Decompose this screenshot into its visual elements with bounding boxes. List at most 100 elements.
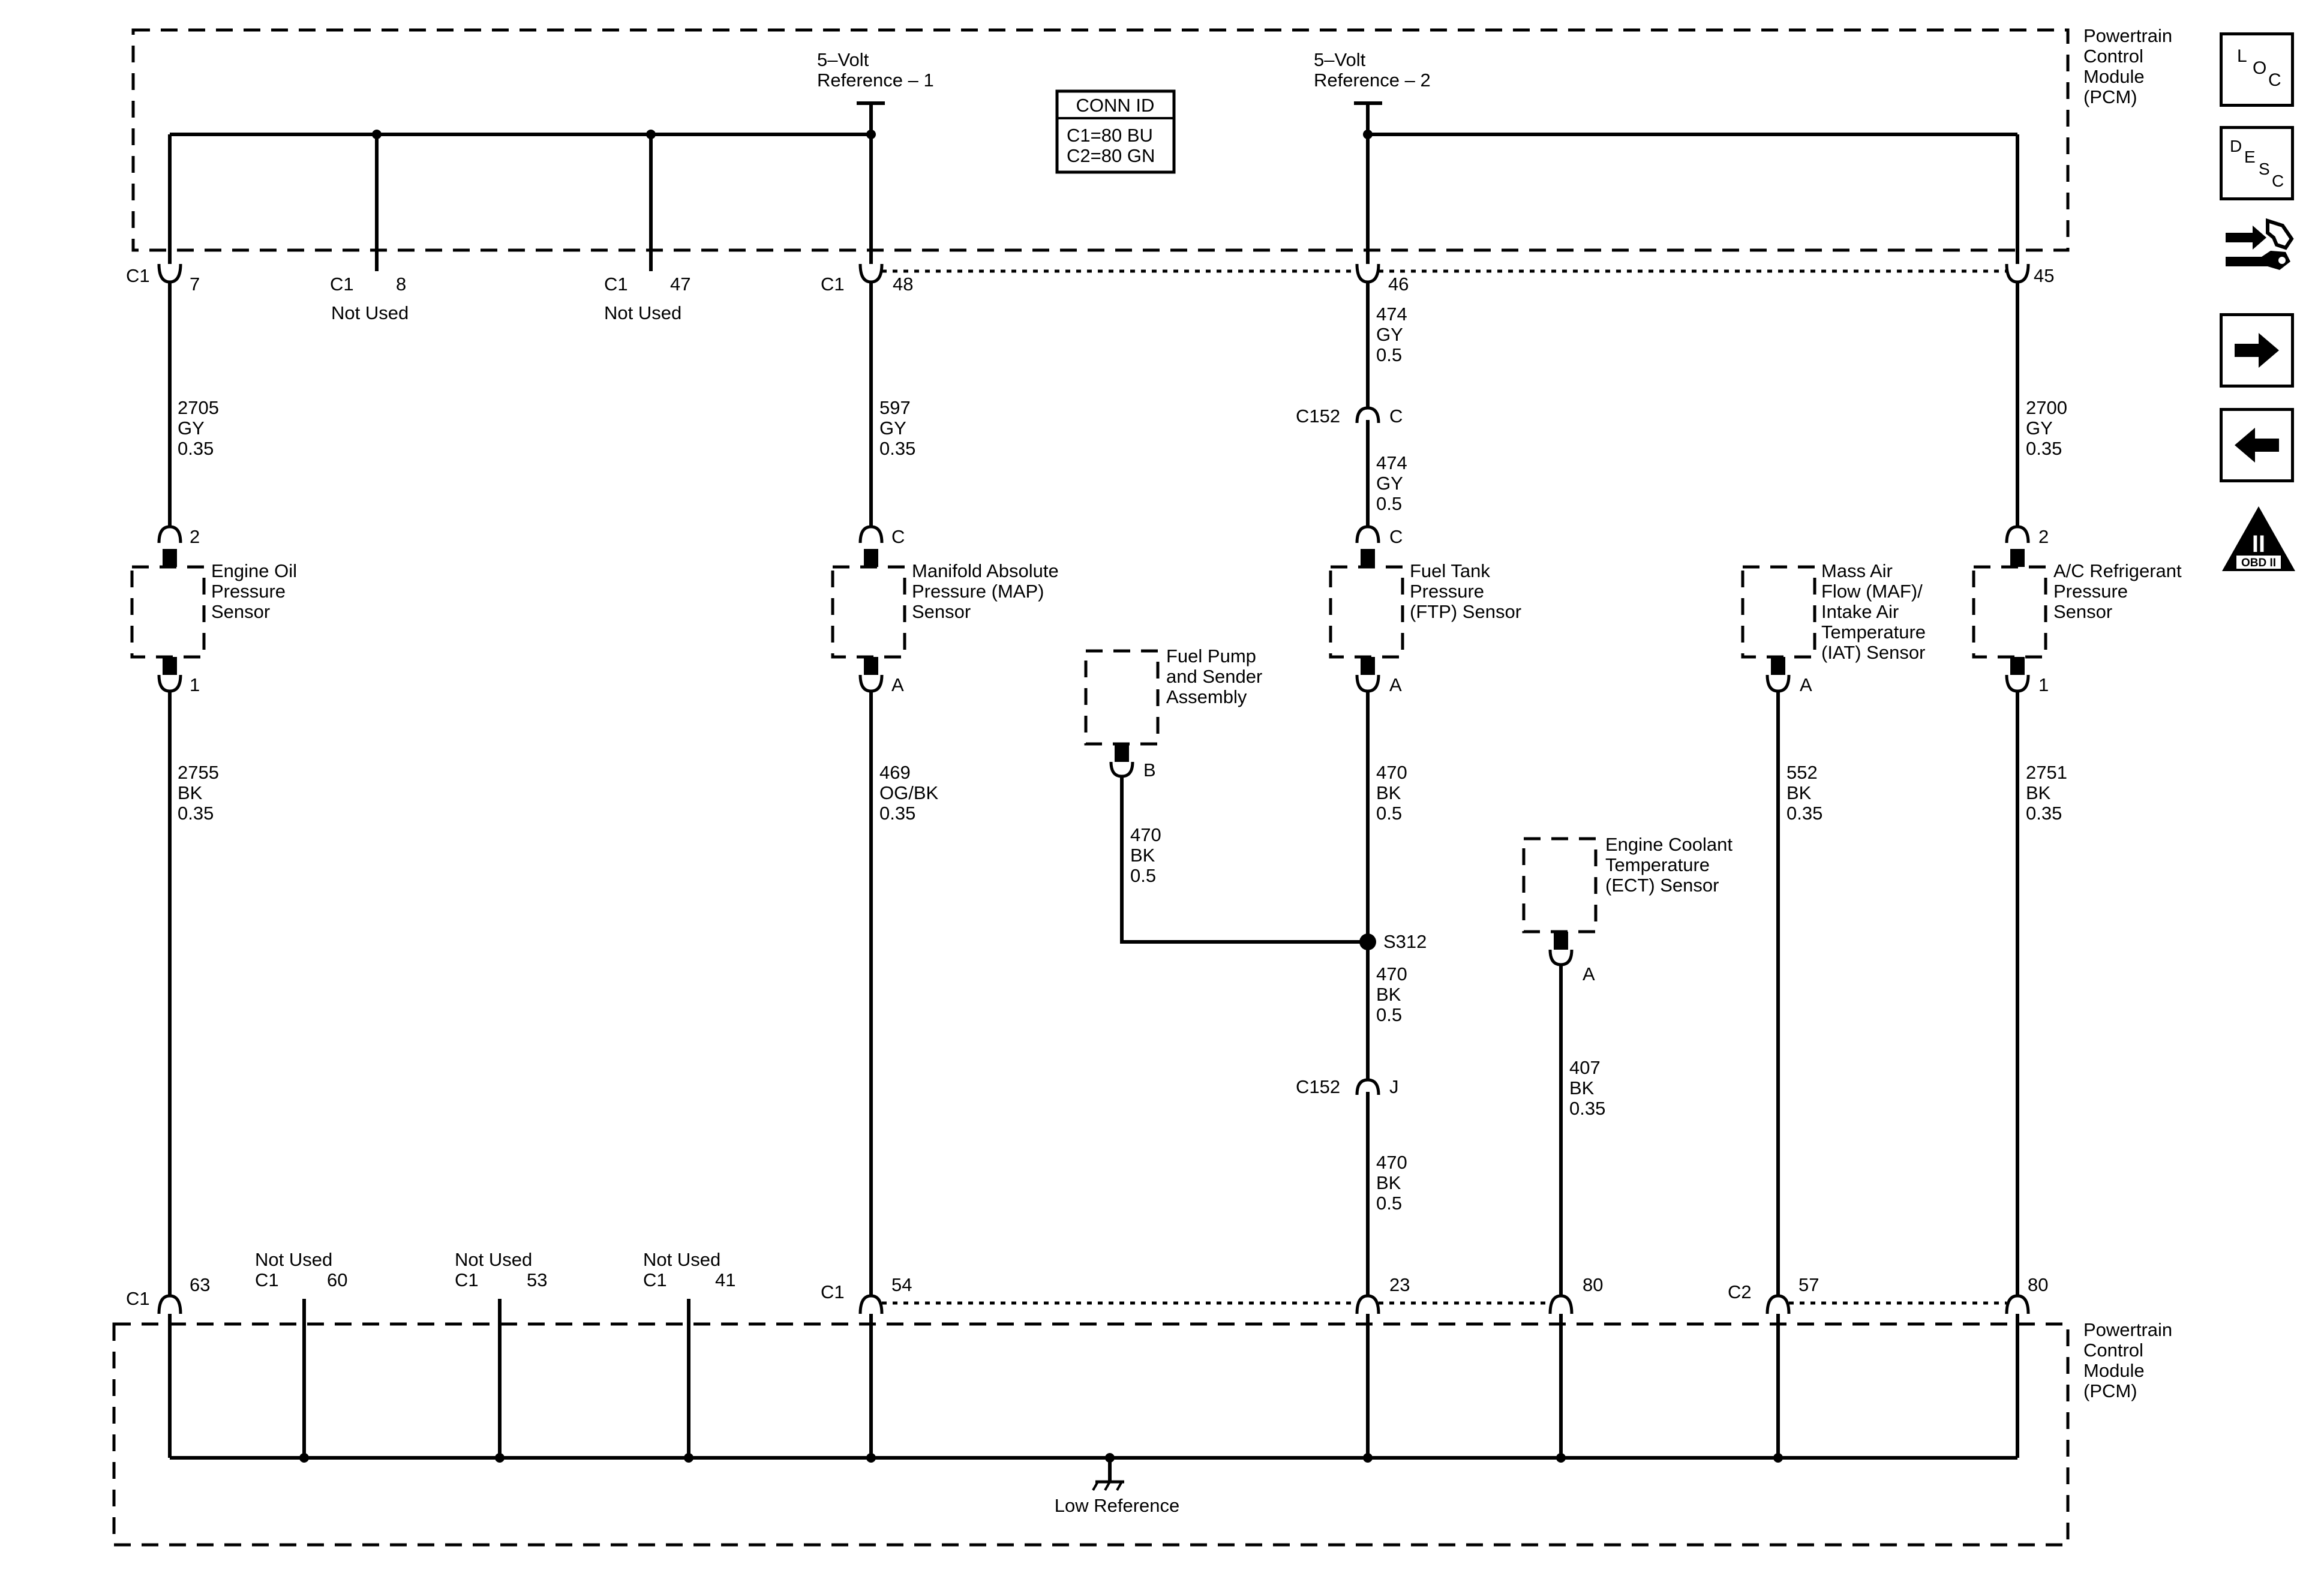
svg-text:BK: BK	[1786, 782, 1812, 803]
svg-text:A/C Refrigerant: A/C Refrigerant	[2053, 560, 2182, 581]
svg-text:469: 469	[879, 762, 911, 783]
svg-text:C: C	[1389, 406, 1403, 427]
svg-text:474: 474	[1376, 452, 1407, 473]
maf-iat-sensor: Mass Air Flow (MAF)/ Intake Air Temperat…	[1741, 560, 1926, 675]
svg-text:BK: BK	[1569, 1077, 1595, 1098]
pcm-pin-63: C1 63	[126, 1274, 210, 1314]
svg-text:C1: C1	[643, 1269, 667, 1290]
svg-text:Manifold Absolute: Manifold Absolute	[912, 560, 1059, 581]
svg-text:2: 2	[2038, 526, 2049, 547]
svg-text:C1: C1	[126, 265, 150, 286]
svg-text:407: 407	[1569, 1057, 1601, 1078]
svg-text:41: 41	[715, 1269, 735, 1290]
svg-text:2755: 2755	[178, 762, 219, 783]
svg-text:B: B	[1143, 760, 1156, 781]
svg-text:Intake Air: Intake Air	[1821, 601, 1899, 622]
maf-sensor-bottom-pin: A	[1765, 674, 1812, 695]
inline-c152-pin-c: C152 C	[1296, 393, 1403, 427]
ac-sensor-bottom-pin: 1	[2005, 674, 2049, 695]
svg-text:(PCM): (PCM)	[2083, 1380, 2137, 1401]
ac-sensor-top-pin: 2	[2005, 525, 2049, 547]
svg-text:Powertrain: Powertrain	[2083, 25, 2172, 46]
pcm-pin-57-c2: C2 57	[1728, 1274, 1819, 1314]
svg-text:0.5: 0.5	[1376, 803, 1402, 824]
svg-text:(PCM): (PCM)	[2083, 86, 2137, 107]
ftp-sensor: Fuel Tank Pressure (FTP) Sensor	[1329, 549, 1521, 675]
svg-text:0.35: 0.35	[2026, 803, 2062, 824]
svg-text:Reference – 2: Reference – 2	[1314, 70, 1431, 91]
ftp-sensor-bottom-pin: A	[1355, 674, 1402, 695]
svg-text:BK: BK	[1376, 1172, 1401, 1193]
ect-bottom-pin: A	[1548, 949, 1595, 984]
svg-text:BK: BK	[1130, 845, 1155, 866]
svg-text:Pressure: Pressure	[211, 581, 286, 602]
svg-text:0.5: 0.5	[1130, 865, 1156, 886]
svg-text:552: 552	[1786, 762, 1818, 783]
next-button[interactable]	[2220, 313, 2294, 388]
svg-text:OG/BK: OG/BK	[879, 782, 939, 803]
svg-text:8: 8	[396, 274, 406, 295]
svg-text:J: J	[1389, 1076, 1399, 1097]
svg-text:Not Used: Not Used	[255, 1249, 332, 1270]
arrow-right-icon	[2235, 333, 2279, 368]
svg-text:S: S	[2259, 160, 2270, 178]
pcm-pin-7: C1 7	[126, 263, 200, 295]
svg-text:L: L	[2237, 46, 2247, 66]
svg-text:Temperature: Temperature	[1605, 854, 1710, 875]
wire-474-lower-label: 474 GY 0.5	[1376, 452, 1407, 514]
svg-text:470: 470	[1130, 824, 1161, 845]
wire-2705-label: 2705 GY 0.35	[178, 397, 219, 459]
pcm-pin-60-not-used: Not Used C1 60	[255, 1249, 347, 1290]
map-sensor-top-pin: C	[858, 525, 905, 547]
svg-text:C152: C152	[1296, 1076, 1340, 1097]
svg-text:(FTP) Sensor: (FTP) Sensor	[1410, 601, 1521, 622]
svg-text:S312: S312	[1383, 931, 1427, 952]
wire-407-label: 407 BK 0.35	[1569, 1057, 1605, 1119]
svg-text:Sensor: Sensor	[211, 601, 270, 622]
svg-text:5–Volt: 5–Volt	[1314, 49, 1366, 70]
conn-id-box: CONN ID C1=80 BU C2=80 GN	[1055, 89, 1176, 174]
svg-text:Control: Control	[2083, 46, 2143, 67]
svg-text:C1: C1	[330, 274, 354, 295]
diagnostic-tool-button[interactable]	[2220, 215, 2298, 281]
svg-text:2: 2	[190, 526, 200, 547]
svg-text:GY: GY	[2026, 418, 2053, 439]
svg-text:Assembly: Assembly	[1166, 686, 1247, 707]
svg-text:GY: GY	[879, 418, 906, 439]
pcm-top-boundary	[131, 28, 2070, 252]
svg-text:A: A	[1800, 674, 1812, 695]
svg-text:Control: Control	[2083, 1340, 2143, 1361]
arrow-left-icon	[2235, 428, 2279, 463]
svg-text:A: A	[891, 674, 904, 695]
svg-text:D: D	[2230, 137, 2242, 155]
description-button[interactable]: D E S C	[2220, 126, 2294, 200]
svg-text:C1=80 BU: C1=80 BU	[1067, 125, 1153, 146]
low-reference-ground: Low Reference	[1055, 1458, 1179, 1516]
wire-597-label: 597 GY 0.35	[879, 397, 915, 459]
obd-ii-button[interactable]: II OBD II	[2220, 504, 2298, 576]
svg-text:1: 1	[190, 674, 200, 695]
svg-text:Engine Oil: Engine Oil	[211, 560, 297, 581]
obd-ii-icon: II OBD II	[2222, 506, 2295, 571]
svg-text:C2=80 GN: C2=80 GN	[1067, 145, 1155, 166]
inline-c152-pin-j: C152 J	[1296, 1076, 1399, 1109]
svg-text:Powertrain: Powertrain	[2083, 1319, 2172, 1340]
previous-button[interactable]	[2220, 408, 2294, 482]
location-button[interactable]: L O C	[2220, 32, 2294, 107]
pcm-pin-45: 45	[2005, 263, 2054, 286]
svg-text:23: 23	[1389, 1274, 1410, 1295]
ac-refrigerant-pressure-sensor: A/C Refrigerant Pressure Sensor	[1972, 549, 2182, 675]
wire-2755-label: 2755 BK 0.35	[178, 762, 219, 824]
svg-text:Mass Air: Mass Air	[1821, 560, 1893, 581]
svg-text:2705: 2705	[178, 397, 219, 418]
svg-text:A: A	[1389, 674, 1402, 695]
pcm-top-label: Powertrain Control Module (PCM)	[2083, 25, 2172, 107]
svg-text:BK: BK	[178, 782, 203, 803]
svg-text:A: A	[1583, 963, 1595, 984]
svg-text:C1: C1	[126, 1288, 150, 1309]
svg-text:54: 54	[891, 1274, 912, 1295]
svg-text:53: 53	[527, 1269, 547, 1290]
loc-icon: L O C	[2237, 46, 2281, 90]
